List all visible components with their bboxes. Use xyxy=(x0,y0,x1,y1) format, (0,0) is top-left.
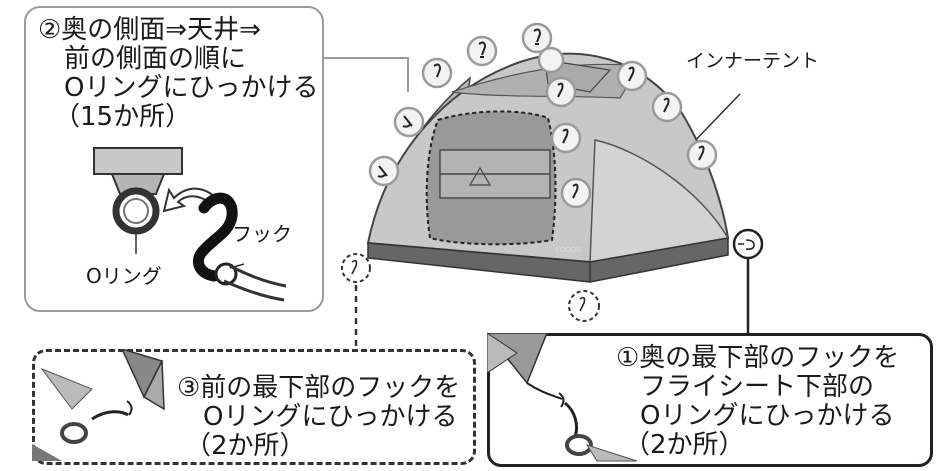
rear-hook-marker xyxy=(732,228,764,260)
hook-label: フック xyxy=(232,222,292,246)
step2-line2: 前の側面の順に xyxy=(64,44,247,74)
step2-line4: （15か所） xyxy=(54,102,192,132)
front-center-hook-marker xyxy=(568,290,600,322)
brand-mark: LOGOS xyxy=(556,247,581,254)
step3-line1: ③前の最下部のフックを xyxy=(177,373,461,403)
hook-marker xyxy=(537,46,565,74)
oring-hook-illustration xyxy=(93,147,287,302)
hook-glyphs xyxy=(377,28,705,199)
hook-marker xyxy=(421,57,453,89)
step1-line4: （2か所） xyxy=(624,430,745,460)
step1-line2: フライシート下部の xyxy=(640,372,875,402)
step2-line1: ②奥の側面⇒天井⇒ xyxy=(38,15,261,45)
arrow-icon xyxy=(162,187,216,213)
hook-marker xyxy=(466,35,498,67)
oring-label: Oリング xyxy=(86,264,162,288)
step1-panel: ①奥の最下部のフックを フライシート下部の Oリングにひっかける （2か所） xyxy=(487,333,933,467)
step3-panel: ③前の最下部のフックを Oリングにひっかける （2か所） xyxy=(32,349,476,465)
step2-panel: ②奥の側面⇒天井⇒ 前の側面の順に Oリングにひっかける （15か所） フック … xyxy=(24,6,324,312)
connector-step2 xyxy=(324,57,409,92)
step3-line3: （2か所） xyxy=(185,431,306,461)
hook-marker xyxy=(521,22,553,54)
step1-line1: ①奥の最下部のフックを xyxy=(616,343,900,373)
tent-right-panel xyxy=(589,139,730,263)
front-left-hook-marker xyxy=(341,253,371,283)
inner-tent-label: インナーテント xyxy=(686,50,820,72)
rear-hook-illustration xyxy=(487,333,637,462)
step1-line3: Oリングにひっかける xyxy=(640,401,895,431)
hook-icon xyxy=(193,192,238,282)
step2-line3: Oリングにひっかける xyxy=(64,73,319,103)
front-hook-illustration xyxy=(32,349,165,461)
step3-line2: Oリングにひっかける xyxy=(203,402,458,432)
